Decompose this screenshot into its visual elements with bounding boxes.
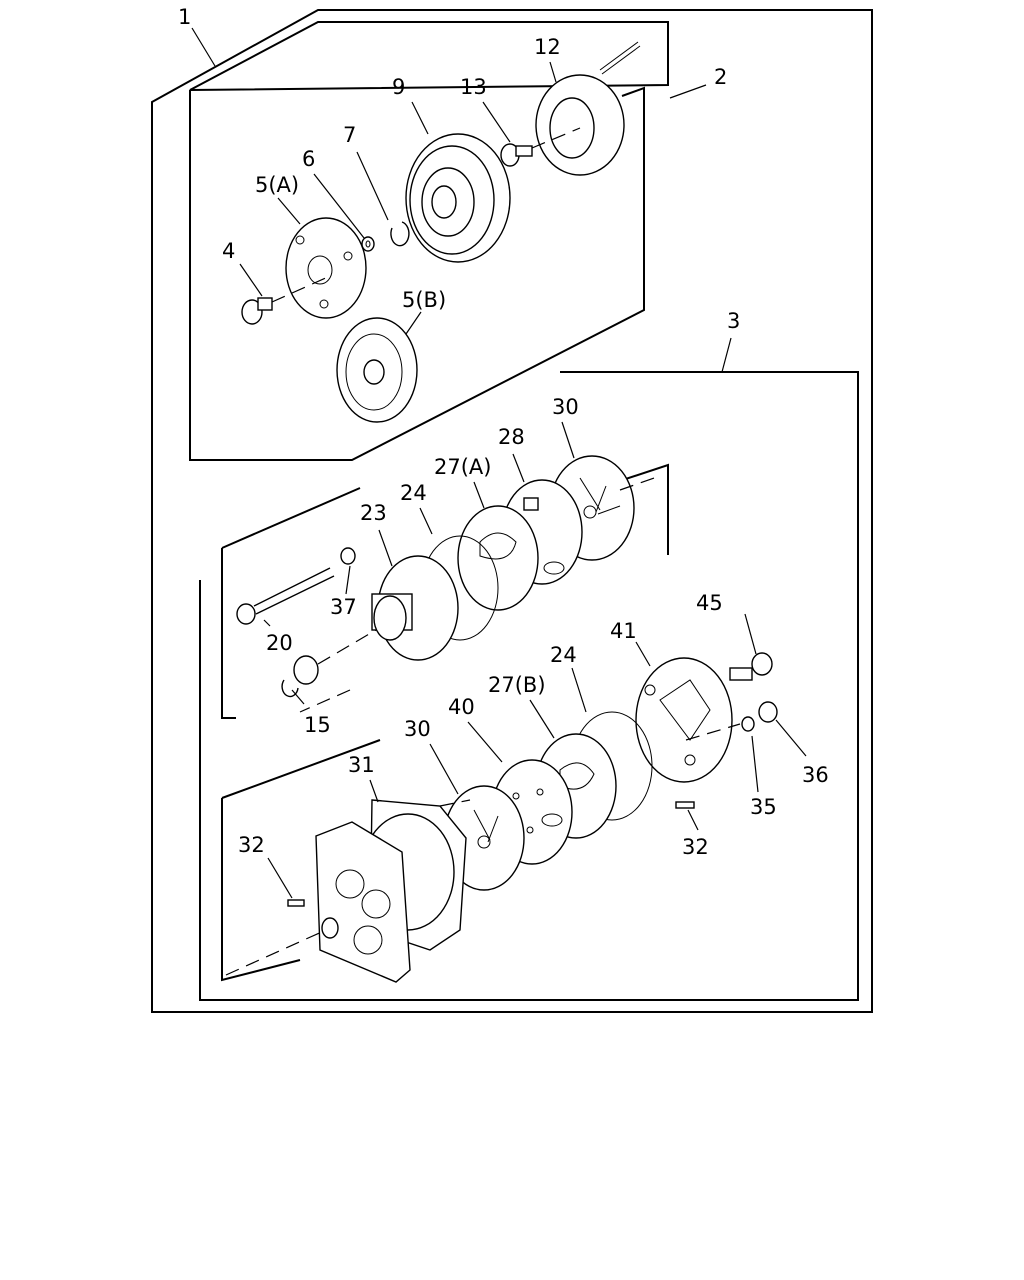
cylinder-part-31 <box>225 799 467 983</box>
bolt-part-4 <box>241 275 331 325</box>
assembly-axis <box>439 799 471 807</box>
washer-part-6 <box>361 236 375 252</box>
assembly-axis <box>299 689 351 713</box>
screw-part-13 <box>500 127 581 167</box>
front-head-part-23 <box>371 555 459 661</box>
callout-30-lower: 30 <box>404 717 431 741</box>
front-head-subframe <box>221 487 361 549</box>
callout-31: 31 <box>348 753 375 777</box>
pin-part-32-right <box>675 801 695 809</box>
callout-6: 6 <box>302 147 315 171</box>
coil-part-12 <box>535 41 641 176</box>
callout-32-left: 32 <box>238 833 265 857</box>
callout-3: 3 <box>727 309 740 333</box>
callout-1: 1 <box>178 5 191 29</box>
rear-head-subframe <box>221 798 301 982</box>
callout-24-upper: 24 <box>400 481 427 505</box>
through-bolt-part-20 <box>236 567 335 625</box>
leader-lines <box>191 27 807 899</box>
callout-12: 12 <box>534 35 561 59</box>
callout-40: 40 <box>448 695 475 719</box>
callout-37: 37 <box>330 595 357 619</box>
clutch-assembly-2-frame <box>189 86 645 461</box>
rear-head-part-41 <box>635 657 733 783</box>
callout-30-upper: 30 <box>552 395 579 419</box>
callout-32-right: 32 <box>682 835 709 859</box>
assembly-1-frame <box>151 9 873 1013</box>
callout-4: 4 <box>222 239 235 263</box>
callout-27a: 27(A) <box>434 455 491 479</box>
rear-head-subframe <box>221 739 381 799</box>
callout-20: 20 <box>266 631 293 655</box>
callout-7: 7 <box>343 123 356 147</box>
shaft-seal-part-15 <box>281 629 377 698</box>
callout-5b: 5(B) <box>402 288 446 312</box>
callout-23: 23 <box>360 501 387 525</box>
callout-41: 41 <box>610 619 637 643</box>
plug-part-36 <box>758 701 778 723</box>
callout-13: 13 <box>460 75 487 99</box>
washer-part-37 <box>340 547 356 565</box>
callout-9: 9 <box>392 75 405 99</box>
gasket-part-27a <box>457 505 539 611</box>
assembly-axis <box>685 723 741 741</box>
callout-45: 45 <box>696 591 723 615</box>
pulley-part-9 <box>405 133 511 263</box>
snap-ring-part-7 <box>390 221 410 247</box>
clutch-assembly-2-frame <box>189 21 669 91</box>
pin-part-32-left <box>287 899 305 907</box>
bolt-part-45 <box>729 652 773 681</box>
callout-5a: 5(A) <box>255 173 299 197</box>
compressor-assembly-3-frame <box>199 371 859 1001</box>
assembly-axis <box>619 475 661 491</box>
callout-27b: 27(B) <box>488 673 546 697</box>
front-head-subframe <box>221 548 236 719</box>
callout-36: 36 <box>802 763 829 787</box>
callout-24-lower: 24 <box>550 643 577 667</box>
pressure-plate-part-5a <box>285 217 367 319</box>
pressure-plate-part-5b <box>336 317 418 423</box>
callout-2: 2 <box>714 65 727 89</box>
callout-15: 15 <box>304 713 331 737</box>
callout-28: 28 <box>498 425 525 449</box>
o-ring-part-35 <box>741 716 755 732</box>
callout-35: 35 <box>750 795 777 819</box>
